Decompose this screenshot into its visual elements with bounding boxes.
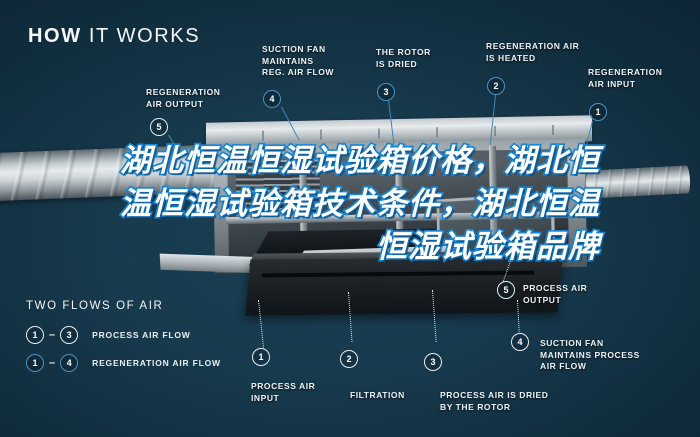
page-title: HOW IT WORKS xyxy=(28,25,200,48)
callout-label-3-top: THE ROTOR IS DRIED xyxy=(376,47,431,69)
legend-marker-number: 1 xyxy=(32,330,38,340)
legend-marker-from-1: 1 xyxy=(26,326,44,344)
callout-marker-4-bottom[interactable]: 4 xyxy=(511,333,529,351)
callout-marker-5-left[interactable]: 5 xyxy=(150,118,168,136)
callout-marker-number: 5 xyxy=(503,285,509,295)
legend-label-process-air-flow: PROCESS AIR FLOW xyxy=(92,330,191,340)
page-title-bold: HOW xyxy=(28,25,82,47)
legend-label-regeneration-air-flow: REGENERATION AIR FLOW xyxy=(92,358,221,368)
callout-marker-3-top[interactable]: 3 xyxy=(377,83,395,101)
callout-marker-number: 2 xyxy=(346,354,352,364)
callout-label-4-bottom: SUCTION FAN MAINTAINS PROCESS AIR FLOW xyxy=(540,338,640,371)
callout-marker-1-bottom[interactable]: 1 xyxy=(252,348,270,366)
callout-label-5-left: REGENERATION AIR OUTPUT xyxy=(146,87,221,109)
legend-marker-number: 4 xyxy=(66,358,72,368)
legend-marker-number: 3 xyxy=(66,330,72,340)
callout-marker-2-bottom[interactable]: 2 xyxy=(340,350,358,368)
callout-marker-4-top[interactable]: 4 xyxy=(263,90,281,108)
legend-row-regeneration-air: 1 – 4 REGENERATION AIR FLOW xyxy=(26,354,221,372)
callout-label-4-top: SUCTION FAN MAINTAINS REG. AIR FLOW xyxy=(262,44,334,77)
callout-marker-number: 3 xyxy=(430,357,436,367)
callout-label-5-right: PROCESS AIR OUTPUT xyxy=(523,283,588,305)
callout-marker-number: 2 xyxy=(493,81,499,91)
callout-marker-5-right[interactable]: 5 xyxy=(497,281,515,299)
callout-label-1-bottom: PROCESS AIR INPUT xyxy=(251,381,316,403)
legend-dash: – xyxy=(49,329,56,341)
legend-row-process-air: 1 – 3 PROCESS AIR FLOW xyxy=(26,326,191,344)
legend-marker-to-3: 3 xyxy=(60,326,79,344)
legend-dash: – xyxy=(49,357,56,369)
callout-label-2-top: REGENERATION AIR IS HEATED xyxy=(486,41,580,63)
callout-label-1-top: REGENERATION AIR INPUT xyxy=(588,67,663,89)
callout-marker-number: 1 xyxy=(595,107,601,117)
callout-marker-1-top[interactable]: 1 xyxy=(589,103,607,121)
callout-marker-number: 4 xyxy=(269,94,275,104)
air-input-duct-illustration xyxy=(585,165,691,199)
callout-marker-number: 5 xyxy=(156,122,162,132)
callout-marker-number: 3 xyxy=(383,87,389,97)
callout-marker-3-bottom[interactable]: 3 xyxy=(424,353,442,371)
chinese-overlay-text: 湖北恒温恒湿试验箱价格，湖北恒温恒湿试验箱技术条件，湖北恒温恒湿试验箱品牌 xyxy=(118,141,600,266)
callout-label-3-bottom: PROCESS AIR IS DRIED BY THE ROTOR xyxy=(440,390,549,412)
callout-marker-2-top[interactable]: 2 xyxy=(487,77,505,95)
legend-marker-to-4: 4 xyxy=(60,354,79,372)
legend-title: TWO FLOWS OF AIR xyxy=(26,300,164,312)
legend-marker-number: 1 xyxy=(32,358,38,368)
callout-label-2-bottom: FILTRATION xyxy=(350,390,405,400)
callout-marker-number: 4 xyxy=(517,337,523,347)
page-title-light: IT WORKS xyxy=(88,25,201,47)
callout-marker-number: 1 xyxy=(258,352,264,362)
legend-marker-from-1: 1 xyxy=(26,354,44,372)
